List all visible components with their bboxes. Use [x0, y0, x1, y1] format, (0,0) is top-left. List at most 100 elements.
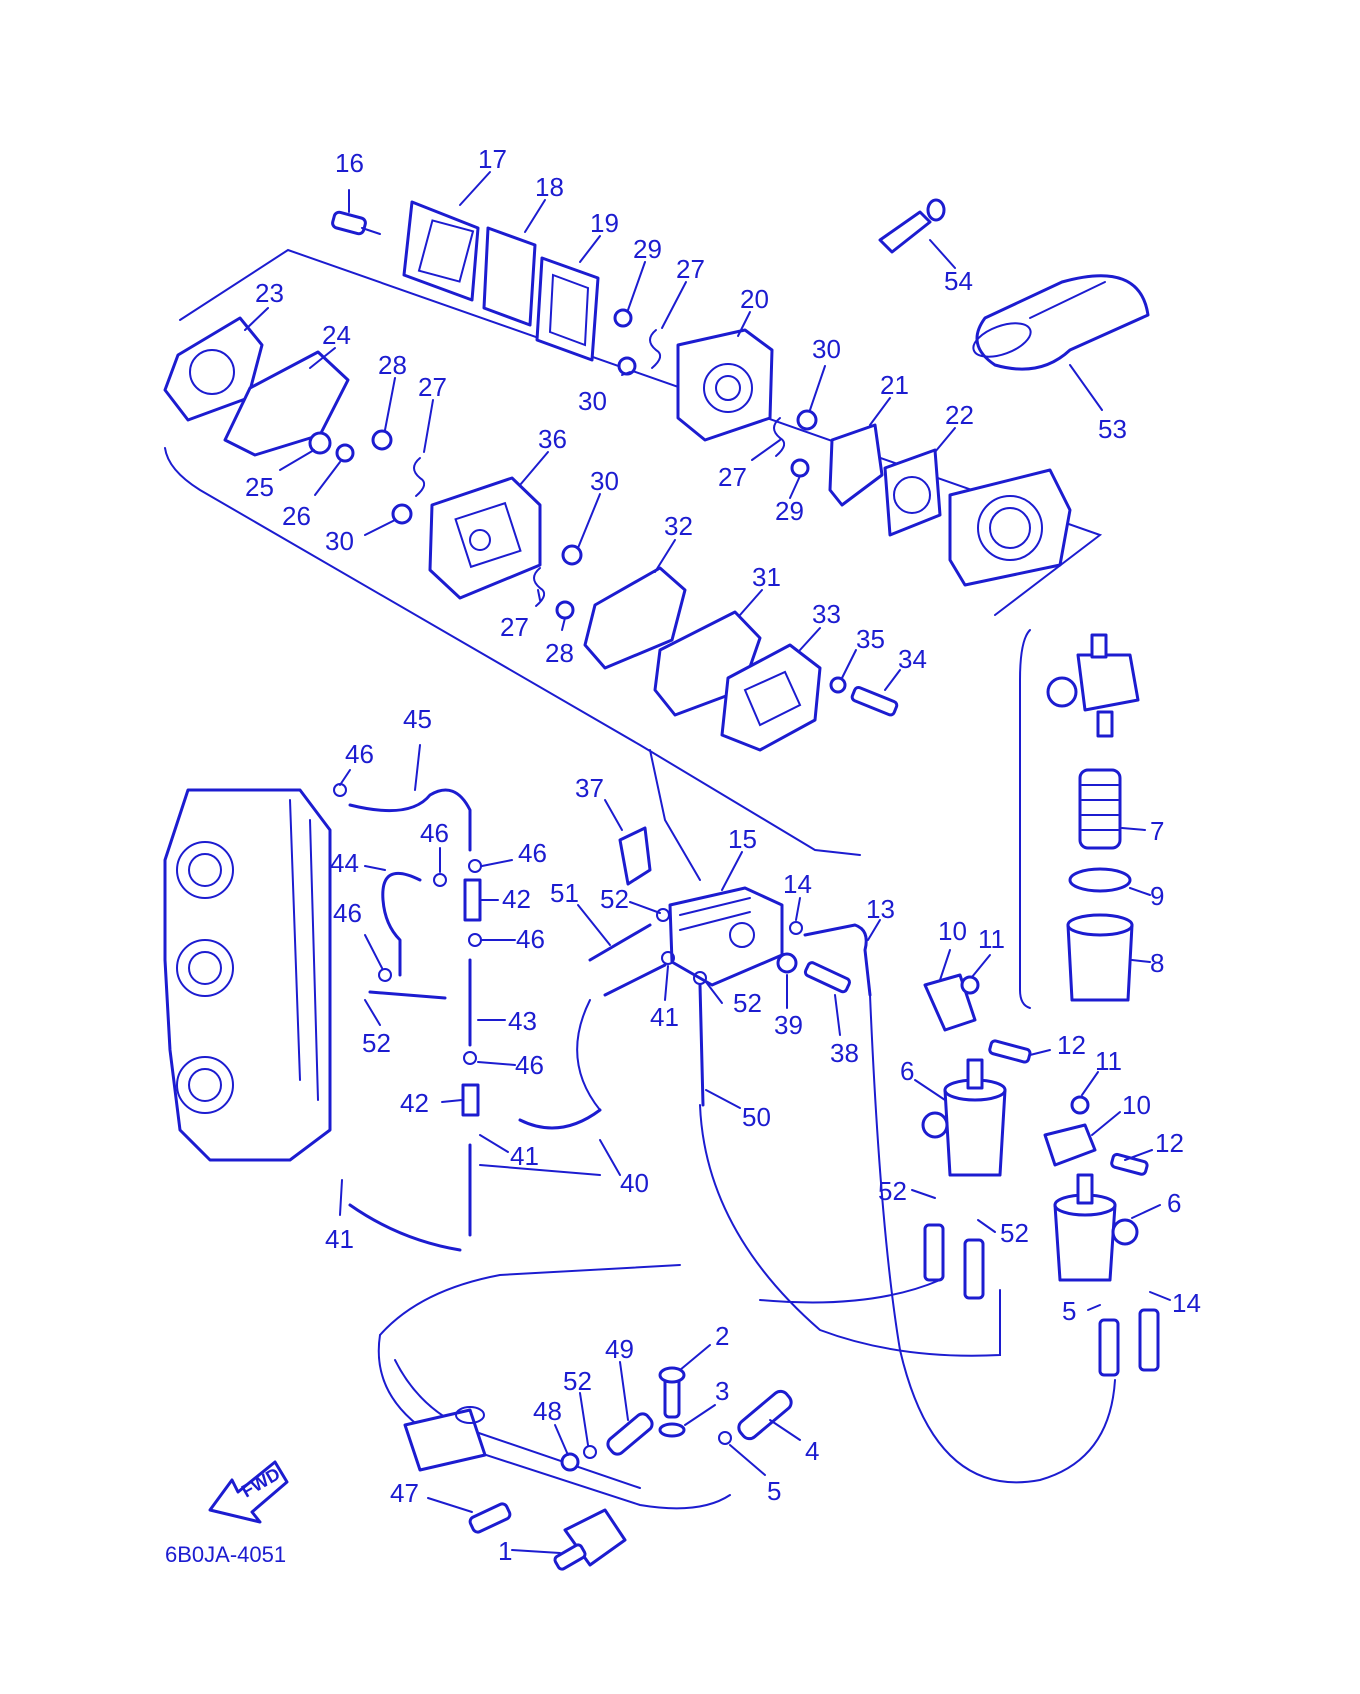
callout-30-top: 30 [812, 334, 841, 364]
hose-5-right [1098, 1318, 1120, 1377]
callout-46-b: 46 [420, 818, 449, 848]
callout-44: 44 [330, 848, 359, 878]
gasket-18 [482, 226, 537, 327]
callout-52-mid: 52 [733, 988, 762, 1018]
callout-42-upper: 42 [502, 884, 531, 914]
nut-11-lower [1070, 1095, 1090, 1115]
callout-46-c: 46 [518, 838, 547, 868]
hose-40-upper [518, 1108, 602, 1130]
callout-20: 20 [740, 284, 769, 314]
callout-36: 36 [538, 424, 567, 454]
fuel-line-loop [699, 1104, 1001, 1357]
callout-32: 32 [664, 511, 693, 541]
callout-5-right: 5 [1062, 1296, 1076, 1326]
callout-33: 33 [812, 599, 841, 629]
callout-6-upper: 6 [900, 1056, 914, 1086]
clip-52-mid [693, 971, 707, 985]
valve-25 [308, 431, 332, 455]
joint-54 [878, 198, 946, 254]
callout-4: 4 [805, 1436, 819, 1466]
washer-3 [658, 1422, 686, 1438]
hose-51 [588, 923, 652, 962]
hose-52-carb [368, 990, 447, 1000]
filter-cup-8 [1066, 913, 1134, 1002]
callout-42-lower: 42 [400, 1088, 429, 1118]
gasket-37 [618, 826, 652, 886]
bracket-10-lower [1043, 1123, 1097, 1167]
clip-14-upper [789, 921, 803, 935]
callout-5-bottom: 5 [767, 1476, 781, 1506]
gasket-22 [883, 448, 942, 537]
reed-plate-19 [535, 256, 600, 362]
callout-41-mid: 41 [650, 1002, 679, 1032]
callout-13: 13 [866, 894, 895, 924]
callouts: 16 17 18 19 29 27 20 30 54 53 23 24 28 2… [244, 144, 1201, 1566]
clip-27-low [533, 567, 546, 607]
callout-46-e: 46 [333, 898, 362, 928]
callout-14-upper: 14 [783, 869, 812, 899]
callout-25: 25 [245, 472, 274, 502]
fuel-filter-6-upper [921, 1058, 1007, 1177]
callout-52-bottom: 52 [563, 1366, 592, 1396]
hose-51-lower [603, 963, 667, 997]
callout-41-bottom: 41 [325, 1224, 354, 1254]
callout-51: 51 [550, 878, 579, 908]
callout-27-top: 27 [676, 254, 705, 284]
bolt-34 [850, 685, 899, 717]
callout-43: 43 [508, 1006, 537, 1036]
fuel-filter-6-lower [1053, 1173, 1139, 1282]
callout-7: 7 [1150, 816, 1164, 846]
callout-26: 26 [282, 501, 311, 531]
callout-11-lower: 11 [1095, 1046, 1122, 1076]
forward-arrow: FWD [208, 1460, 289, 1524]
callout-6-lower: 6 [1167, 1188, 1181, 1218]
gasket-21 [828, 423, 884, 507]
callout-24: 24 [322, 320, 351, 350]
callout-35: 35 [856, 624, 885, 654]
diagram-code: 6B0JA-4051 [165, 1542, 286, 1567]
callout-34: 34 [898, 644, 927, 674]
callout-18: 18 [535, 172, 564, 202]
pump-cover-33 [720, 643, 822, 752]
screw-29-mid [790, 458, 810, 478]
clip-52-pump [656, 908, 670, 922]
hose-49 [606, 1412, 654, 1456]
screw-28-low [555, 600, 575, 620]
clip-52-bottom [583, 1445, 597, 1459]
hose-52-upper-left [923, 1223, 945, 1282]
callout-46-a: 46 [345, 739, 374, 769]
hose-50 [698, 983, 705, 1107]
callout-48: 48 [533, 1396, 562, 1426]
callout-38: 38 [830, 1038, 859, 1068]
callout-46-f: 46 [515, 1050, 544, 1080]
fuel-pump-15 [668, 886, 784, 987]
callout-30-left: 30 [578, 386, 607, 416]
tee-42-upper [463, 878, 482, 922]
callout-52-left: 52 [878, 1176, 907, 1206]
callout-49: 49 [605, 1334, 634, 1364]
nut-30-top [796, 409, 818, 431]
nut-30-mid-left [391, 503, 413, 525]
screw-28-top [371, 429, 393, 451]
callout-1: 1 [498, 1536, 512, 1566]
spring-26 [335, 443, 355, 463]
clip-27-right [773, 417, 786, 457]
hose-41-bottom [348, 1203, 462, 1252]
callout-12-lower: 12 [1155, 1128, 1184, 1158]
fuel-pump-body-20 [676, 328, 774, 442]
bolt-12-lower [1110, 1152, 1149, 1176]
callout-27-mid: 27 [418, 372, 447, 402]
hose-44 [381, 871, 422, 977]
callout-37: 37 [575, 773, 604, 803]
callout-8: 8 [1150, 948, 1164, 978]
callout-39: 39 [774, 1010, 803, 1040]
screw-29-top [613, 308, 633, 328]
callout-52-pump: 52 [600, 884, 629, 914]
fuel-line-middle [576, 999, 941, 1304]
callout-15: 15 [728, 824, 757, 854]
callout-50: 50 [742, 1102, 771, 1132]
cover-plate-17 [402, 200, 480, 302]
filter-element-7 [1078, 768, 1122, 850]
hose-14-right [1138, 1308, 1160, 1372]
